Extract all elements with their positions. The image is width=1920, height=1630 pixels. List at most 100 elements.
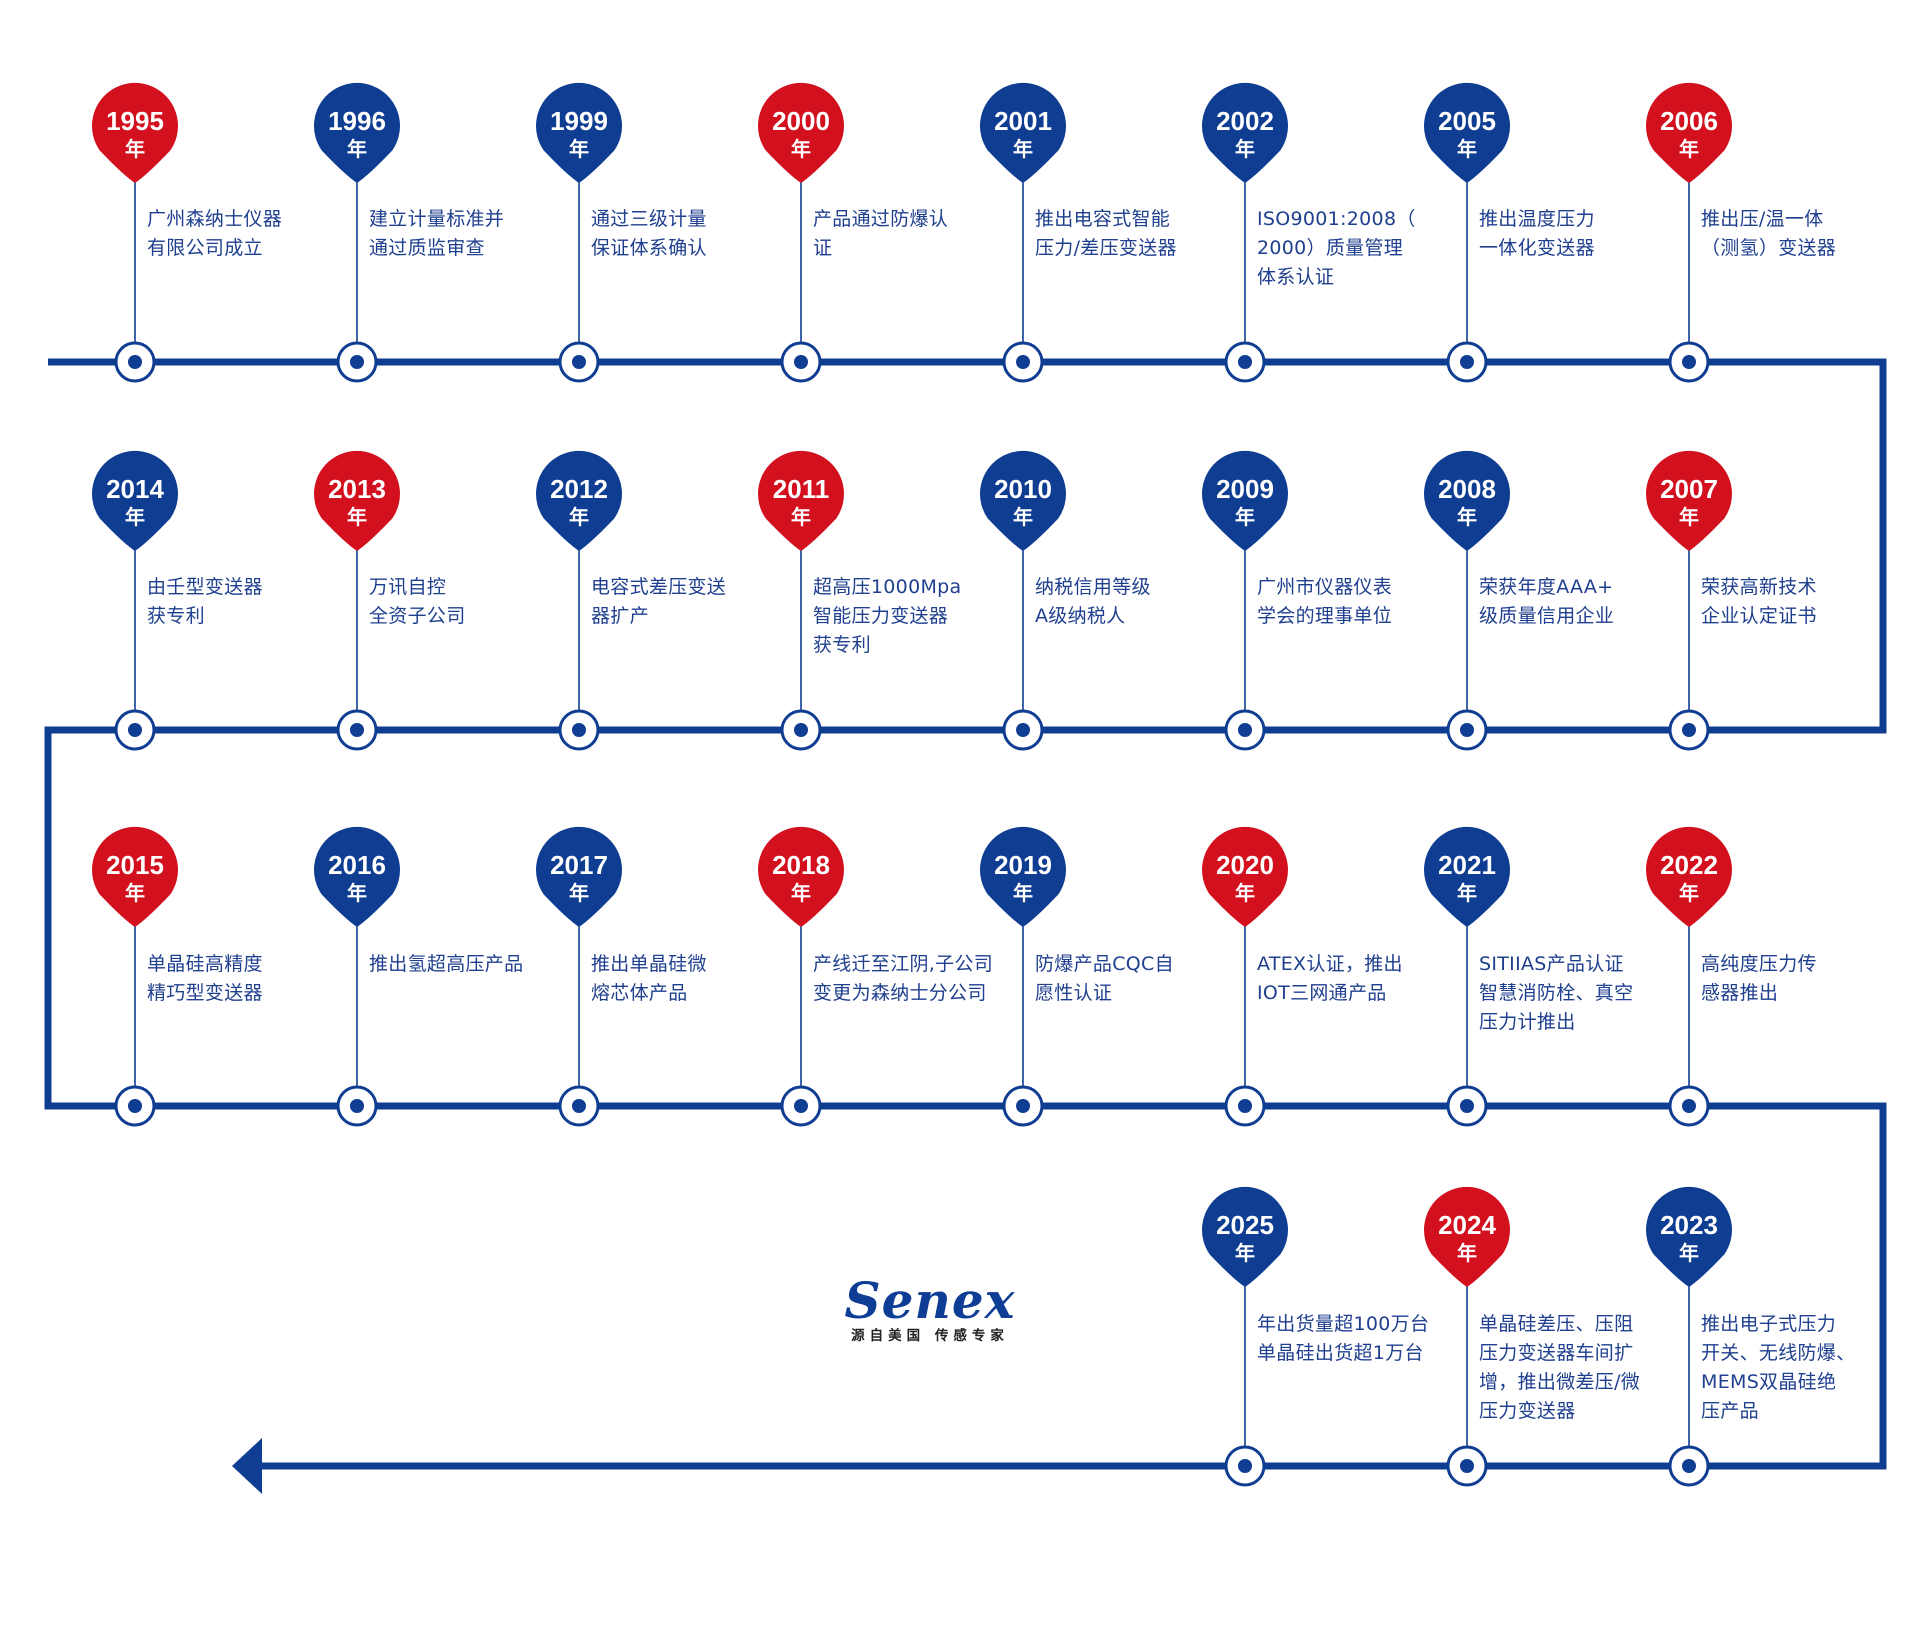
event-description: 单晶硅差压、压阻压力变送器车间扩增，推出微差压/微压力变送器 — [1479, 1310, 1679, 1426]
event-year-unit: 年 — [1235, 505, 1255, 529]
event-description-line: 熔芯体产品 — [591, 982, 688, 1004]
event-description-line: 器扩产 — [591, 605, 649, 627]
event-node-dot — [1238, 355, 1252, 369]
event-year: 2009 — [1216, 474, 1274, 504]
event-node-dot — [350, 723, 364, 737]
event-description-line: （测氢）变送器 — [1701, 237, 1837, 259]
event-year-unit: 年 — [1235, 1241, 1255, 1265]
event-description-line: 荣获高新技术 — [1701, 576, 1817, 598]
event-year: 2018 — [772, 850, 830, 880]
event-year: 2022 — [1660, 850, 1718, 880]
event-description: 荣获高新技术企业认定证书 — [1701, 573, 1891, 631]
event-description-line: SITIIAS产品认证 — [1479, 953, 1624, 975]
timeline-arrow-head — [232, 1438, 262, 1494]
event-year: 2005 — [1438, 106, 1496, 136]
year-pin-badge — [758, 826, 844, 927]
event-description-line: MEMS双晶硅绝 — [1701, 1371, 1837, 1393]
event-year: 1999 — [550, 106, 608, 136]
event-description-line: 2000）质量管理 — [1257, 237, 1404, 259]
year-pin-badge — [1646, 1186, 1732, 1287]
event-description-line: 愿性认证 — [1035, 982, 1113, 1004]
event-description: 推出电子式压力开关、无线防爆、MEMS双晶硅绝压产品 — [1701, 1310, 1891, 1426]
event-node-dot — [350, 1099, 364, 1113]
year-pin-badge — [91, 450, 178, 551]
year-pin-badge — [758, 450, 844, 551]
event-description-line: 智能压力变送器 — [813, 605, 949, 627]
event-node-dot — [1460, 723, 1474, 737]
event-year: 2011 — [773, 474, 829, 504]
event-description-line: 精巧型变送器 — [147, 982, 263, 1004]
event-year: 2006 — [1660, 106, 1718, 136]
event-description-line: 保证体系确认 — [591, 237, 707, 259]
event-node-dot — [350, 355, 364, 369]
event-node-dot — [1460, 1099, 1474, 1113]
event-year: 2017 — [550, 850, 608, 880]
event-year: 2010 — [994, 474, 1052, 504]
event-year-unit: 年 — [569, 505, 589, 529]
event-description-line: 超高压1000Mpa — [813, 576, 962, 598]
event-description-line: 由壬型变送器 — [147, 576, 263, 598]
logo-mark: Senex — [844, 1271, 1016, 1330]
event-description-line: 压力/差压变送器 — [1035, 237, 1177, 259]
event-description: 广州市仪器仪表学会的理事单位 — [1257, 573, 1457, 631]
event-year: 2020 — [1216, 850, 1274, 880]
event-year: 2024 — [1438, 1210, 1496, 1240]
event-description-line: 获专利 — [813, 634, 871, 656]
timeline-path — [44, 358, 1887, 1470]
event-node-dot — [572, 355, 586, 369]
event-year: 2023 — [1660, 1210, 1718, 1240]
year-pin-badge — [758, 82, 844, 183]
event-description-line: 年出货量超100万台 — [1257, 1313, 1430, 1335]
event-node-dot — [1682, 1459, 1696, 1473]
year-pin-badge — [1423, 450, 1510, 551]
year-pin-badge — [1423, 826, 1511, 927]
event-node-dot — [1016, 355, 1030, 369]
event-description-line: 推出电子式压力 — [1701, 1313, 1837, 1335]
event-year: 2002 — [1216, 106, 1274, 136]
event-description-line: 学会的理事单位 — [1257, 605, 1393, 627]
year-pin-badge — [1202, 82, 1288, 183]
event-description: 荣获年度AAA+级质量信用企业 — [1479, 573, 1679, 631]
senex-logo: Senex 源自美国 传感专家 — [822, 1275, 1038, 1345]
event-description-line: 体系认证 — [1257, 266, 1335, 288]
event-node-dot — [1460, 355, 1474, 369]
event-description: 超高压1000Mpa 智能压力变送器获专利 — [813, 573, 1013, 660]
event-description-line: 获专利 — [147, 605, 205, 627]
event-description-line: 全资子公司 — [369, 605, 466, 627]
year-pin-badge — [314, 82, 401, 183]
event-description-line: 产线迁至江阴,子公司 — [813, 953, 994, 975]
event-description-line: 高纯度压力传 — [1701, 953, 1817, 975]
event-year: 2014 — [106, 474, 164, 504]
event-year: 2008 — [1438, 474, 1496, 504]
event-description-line: 压力计推出 — [1479, 1011, 1576, 1033]
event-year-unit: 年 — [1679, 505, 1699, 529]
event-description: 万讯自控全资子公司 — [369, 573, 569, 631]
event-node-dot — [794, 1099, 808, 1113]
event-description-line: 纳税信用等级 — [1035, 576, 1151, 598]
event-year-unit: 年 — [1013, 505, 1033, 529]
event-description-line: 广州森纳士仪器 — [147, 208, 283, 230]
event-description: 由壬型变送器获专利 — [147, 573, 347, 631]
event-node-dot — [572, 1099, 586, 1113]
event-year-unit: 年 — [791, 505, 811, 529]
event-year-unit: 年 — [125, 137, 145, 161]
event-description-line: 开关、无线防爆、 — [1701, 1342, 1856, 1364]
year-pin-badge — [1423, 1186, 1511, 1287]
event-year: 2013 — [328, 474, 386, 504]
event-description: 建立计量标准并通过质监审查 — [369, 205, 569, 263]
event-description-line: 推出温度压力 — [1479, 208, 1595, 230]
year-pin-badge — [1646, 826, 1732, 927]
event-description: 电容式差压变送器扩产 — [591, 573, 791, 631]
event-description-line: 增，推出微差压/微 — [1479, 1371, 1641, 1393]
event-description-line: 单晶硅差压、压阻 — [1479, 1313, 1634, 1335]
